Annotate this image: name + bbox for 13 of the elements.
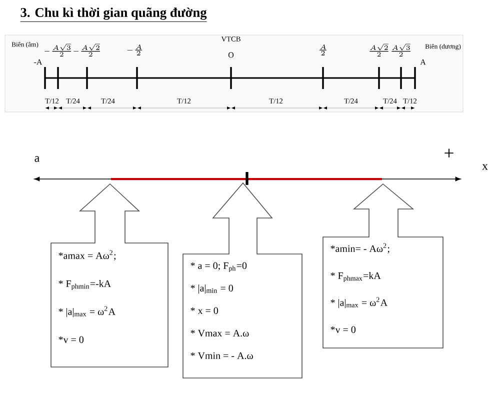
title: 3. Chu kì thời gian quãng đường xyxy=(20,8,208,22)
position-label: O xyxy=(228,52,234,58)
position-label: -A xyxy=(34,59,42,65)
sign-label: + xyxy=(444,148,454,158)
position-label: $-\frac{A}{2}$ xyxy=(127,44,142,56)
axis-label: x xyxy=(482,164,488,170)
position-label: $\frac{A}{2}$ xyxy=(320,44,326,56)
axis-label: a xyxy=(34,156,40,162)
position-label: $-\frac{A\sqrt{2}}{2}$ xyxy=(73,44,100,57)
position-label: A xyxy=(420,59,426,65)
position-label: $\frac{A\sqrt{2}}{2}$ xyxy=(370,44,388,57)
position-label: $-\frac{A\sqrt{3}}{2}$ xyxy=(44,44,71,57)
position-label: $\frac{A\sqrt{3}}{2}$ xyxy=(392,44,410,57)
